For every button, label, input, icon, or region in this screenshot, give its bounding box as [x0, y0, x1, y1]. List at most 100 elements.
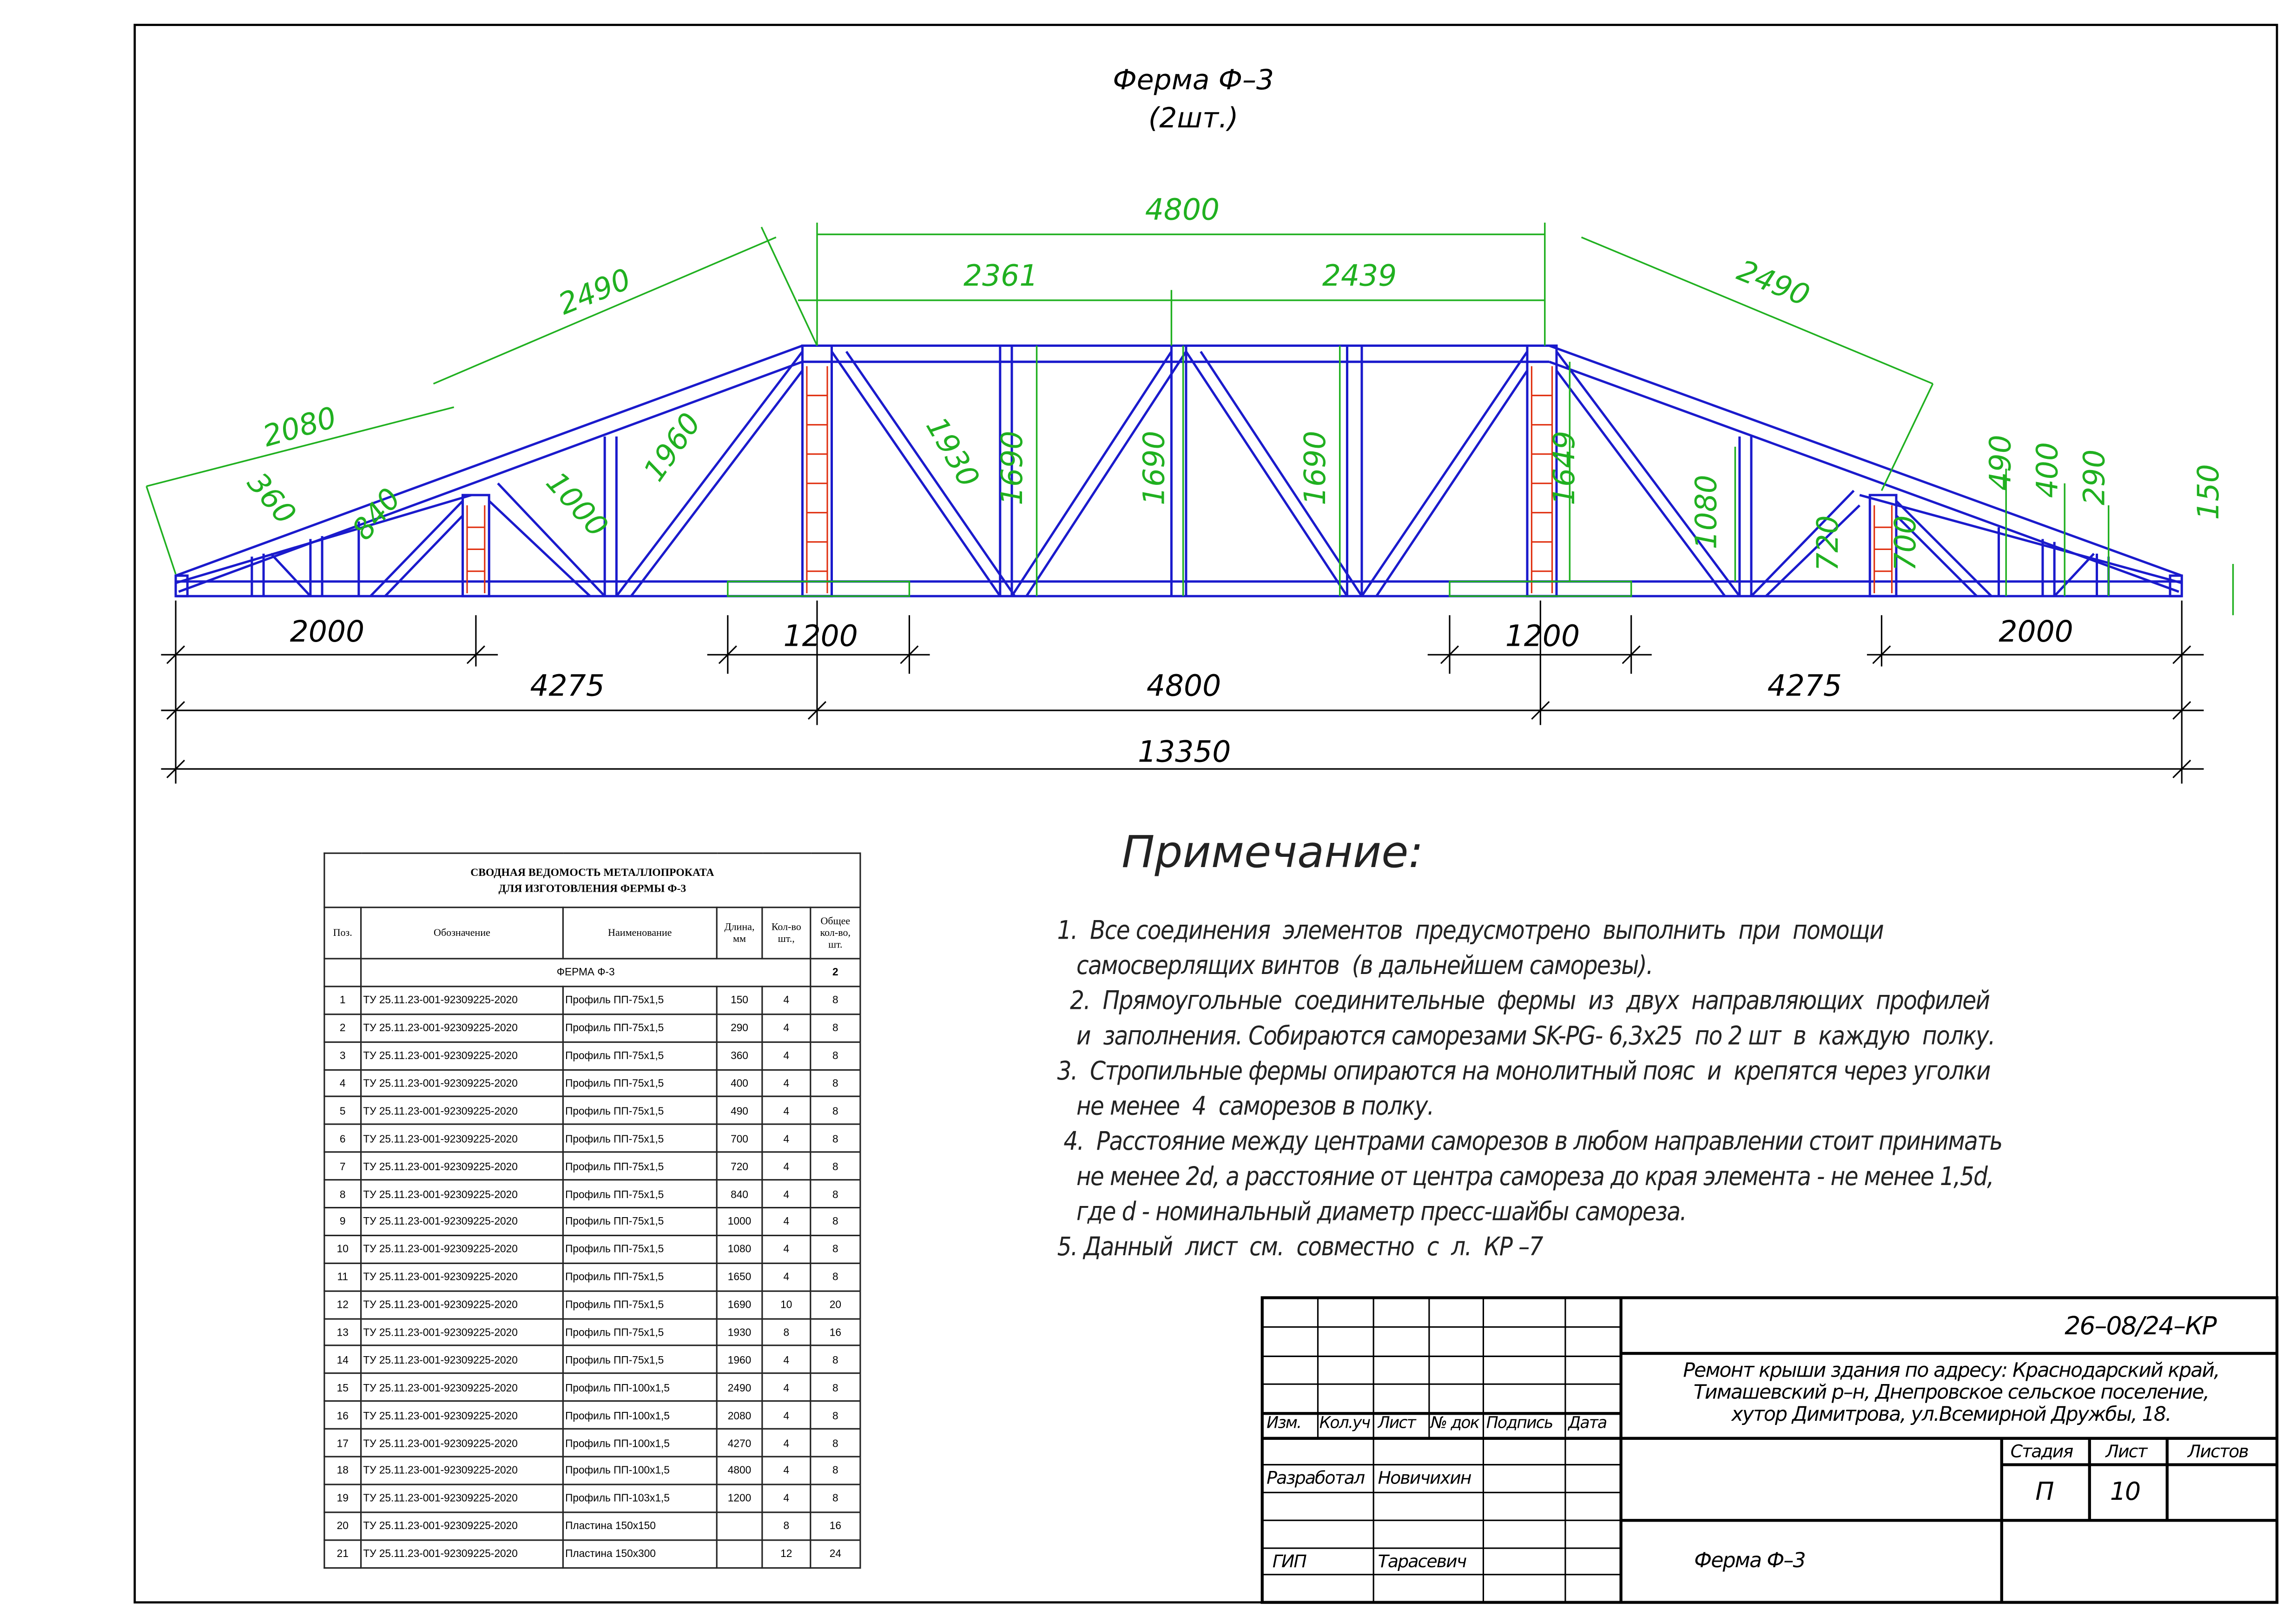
dim-290: 290 — [2077, 450, 2111, 505]
drawing-subtitle: (2шт.) — [1148, 102, 1239, 135]
notes-title: Примечание: — [1122, 828, 1424, 879]
dim-1690-b: 1690 — [1137, 431, 1171, 505]
cell-length: 1080 — [716, 1234, 763, 1264]
cell-name: Профиль ПП-75х1,5 — [562, 1152, 718, 1181]
cell-length: 1690 — [716, 1290, 763, 1319]
cell-qty: 4 — [761, 1484, 812, 1513]
note-line: 2. Прямоугольные соединительные фермы из… — [1057, 987, 1990, 1017]
spec-table-title: СВОДНАЯ ВЕДОМОСТЬ МЕТАЛЛОПРОКАТА ДЛЯ ИЗГ… — [323, 852, 861, 908]
cell-name: Профиль ПП-100х1,5 — [562, 1456, 718, 1485]
dim-mid-4800: 4800 — [1147, 669, 1221, 702]
cell-qty: 4 — [761, 1345, 812, 1375]
dim-1000: 1000 — [540, 465, 615, 543]
cell-length: 1650 — [716, 1262, 763, 1292]
dim-top-right: 2439 — [1322, 258, 1397, 292]
cell-total: 8 — [810, 1096, 861, 1126]
dim-slope-right-upper: 2490 — [1733, 253, 1814, 313]
dim-1690-c: 1690 — [1298, 431, 1332, 505]
cell-pos: 19 — [323, 1484, 362, 1513]
cell-total: 8 — [810, 1428, 861, 1457]
notes-section: Примечание: 1. Все соединения элементов … — [1057, 828, 2131, 1265]
cell-designation: ТУ 25.11.23-001-92309225-2020 — [360, 1207, 564, 1236]
note-line: не менее 2d, а расстояние от центра само… — [1057, 1163, 1994, 1192]
dim-360: 360 — [241, 466, 303, 530]
cell-total: 8 — [810, 1400, 861, 1430]
green-dimension-lines — [145, 222, 2234, 616]
doc-code: 26–08/24–КР — [2065, 1312, 2217, 1342]
cell-qty: 12 — [761, 1539, 812, 1568]
cell-qty: 8 — [761, 1318, 812, 1347]
cell-name: Профиль ПП-75х1,5 — [562, 1345, 718, 1375]
cell-total: 8 — [810, 1345, 861, 1375]
title-block-grid — [1260, 1296, 2279, 1604]
cell-qty: 4 — [761, 1040, 812, 1070]
dim-slope-left-upper: 2490 — [554, 262, 635, 322]
cell-designation: ТУ 25.11.23-001-92309225-2020 — [360, 1262, 564, 1292]
cell-total: 8 — [810, 1179, 861, 1209]
cell-total: 8 — [810, 1040, 861, 1070]
cell-length: 720 — [716, 1152, 763, 1181]
stage-label: Стадия — [2010, 1441, 2074, 1462]
cell-pos: 6 — [323, 1124, 362, 1153]
dim-1080: 1080 — [1689, 475, 1723, 549]
dim-top-left: 2361 — [963, 258, 1038, 292]
cell-length: 4800 — [716, 1456, 763, 1485]
cell-pos: 1 — [323, 985, 362, 1015]
sheet-label: Лист — [2105, 1441, 2147, 1462]
cell-length: 1000 — [716, 1207, 763, 1236]
dim-left-2000: 2000 — [290, 615, 364, 649]
group-total: 2 — [810, 958, 861, 987]
dim-150: 150 — [2191, 464, 2225, 520]
cell-qty: 4 — [761, 1068, 812, 1098]
black-dimension-labels: 2000 1200 1200 2000 4275 4800 4275 13350 — [290, 615, 2073, 768]
cell-total: 20 — [810, 1290, 861, 1319]
header-qty: Кол-во шт., — [761, 907, 812, 960]
cell-name: Профиль ПП-75х1,5 — [562, 1096, 718, 1126]
cell-name: Пластина 150х300 — [562, 1539, 718, 1568]
cell-pos: 7 — [323, 1152, 362, 1181]
cell-pos: 12 — [323, 1290, 362, 1319]
cell-designation: ТУ 25.11.23-001-92309225-2020 — [360, 1345, 564, 1375]
dim-700: 700 — [1888, 515, 1922, 571]
cell-pos: 3 — [323, 1040, 362, 1070]
cell-pos: 16 — [323, 1400, 362, 1430]
col-doc-no: № док — [1431, 1413, 1480, 1433]
cell-length: 150 — [716, 985, 763, 1015]
cell-pos: 9 — [323, 1207, 362, 1236]
cell-qty: 4 — [761, 1262, 812, 1292]
note-line: 4. Расстояние между центрами саморезов в… — [1057, 1127, 2003, 1157]
cell-designation: ТУ 25.11.23-001-92309225-2020 — [360, 1511, 564, 1541]
cell-qty: 4 — [761, 1456, 812, 1485]
project-line-2: Тимашевский р–н, Днепровское сельское по… — [1693, 1381, 2210, 1405]
cell-total: 8 — [810, 1373, 861, 1402]
cell-name: Профиль ПП-100х1,5 — [562, 1428, 718, 1457]
cell-length: 1930 — [716, 1318, 763, 1347]
col-signature: Подпись — [1486, 1413, 1554, 1433]
cell-pos: 5 — [323, 1096, 362, 1126]
stage-value: П — [2035, 1477, 2054, 1507]
cell-length — [716, 1539, 763, 1568]
cell-length: 2080 — [716, 1400, 763, 1430]
dim-1930: 1930 — [919, 411, 986, 493]
cell-total: 8 — [810, 1484, 861, 1513]
cell-total: 8 — [810, 985, 861, 1015]
dim-400: 400 — [2030, 442, 2064, 498]
dim-840: 840 — [345, 482, 407, 546]
black-dimension-lines — [161, 600, 2204, 784]
cell-name: Профиль ПП-75х1,5 — [562, 1290, 718, 1319]
cell-qty: 8 — [761, 1511, 812, 1541]
dim-490: 490 — [1984, 435, 2018, 490]
cell-qty: 4 — [761, 1234, 812, 1264]
project-line-1: Ремонт крыши здания по адресу: Краснодар… — [1683, 1359, 2220, 1383]
dim-left-1200: 1200 — [784, 619, 858, 653]
